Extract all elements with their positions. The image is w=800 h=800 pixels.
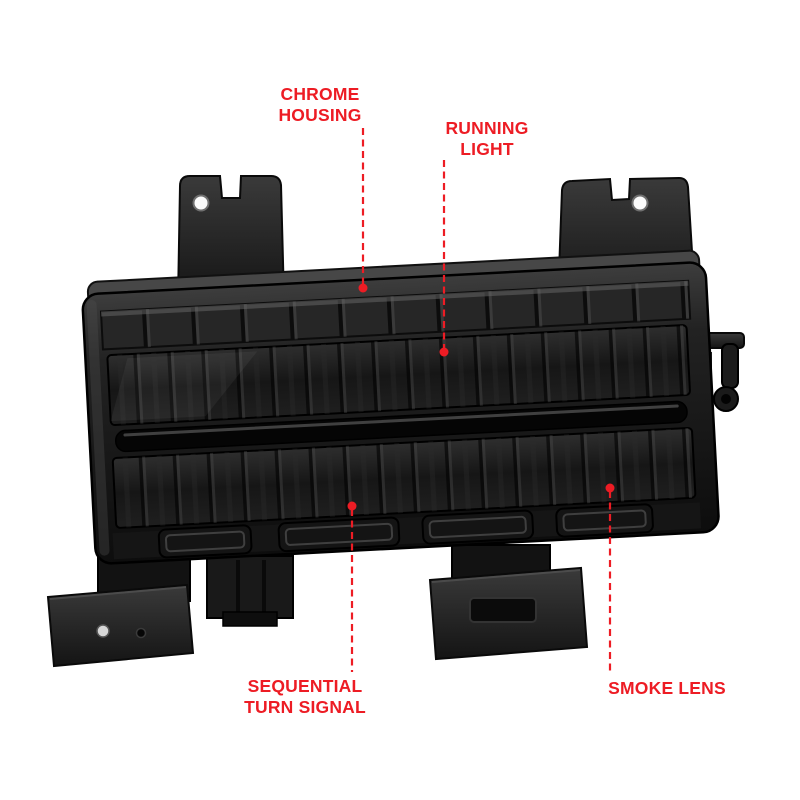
turn-signal-lens <box>111 426 697 529</box>
bolt-icon <box>135 627 147 639</box>
mount-bracket-bottom-left <box>46 544 195 668</box>
mount-tab-top-left <box>176 175 286 301</box>
callout-smoke-lens: SMOKE LENS <box>582 678 752 699</box>
leader-dot-sequential-turn-signal <box>347 501 357 511</box>
mount-tab-bottom-center <box>206 555 294 627</box>
mount-hole-icon <box>631 194 649 212</box>
leader-dot-running-light <box>439 347 449 357</box>
bottom-sockets <box>112 502 702 560</box>
callout-running-light-line2: LIGHT <box>460 138 514 159</box>
callout-running-light-line1: RUNNING <box>445 118 529 138</box>
callout-chrome-housing-line1: CHROME <box>280 84 360 104</box>
callout-running-light: RUNNING LIGHT <box>402 118 572 159</box>
callout-sequential-turn-signal: SEQUENTIAL TURN SIGNAL <box>220 676 390 717</box>
light-assembly <box>81 249 720 565</box>
mount-bracket-bottom-right <box>428 544 589 661</box>
leader-dot-smoke-lens <box>605 483 615 493</box>
running-light-lens <box>106 324 691 426</box>
leader-dot-chrome-housing <box>358 283 368 293</box>
callout-sequential-turn-signal-line2: TURN SIGNAL <box>244 696 366 717</box>
callout-chrome-housing-line2: HOUSING <box>278 104 362 125</box>
mount-hole-icon <box>192 194 210 212</box>
callout-sequential-turn-signal-line1: SEQUENTIAL <box>247 676 363 696</box>
center-bar <box>114 400 688 453</box>
callout-chrome-housing: CHROME HOUSING <box>235 84 405 125</box>
bolt-hole-icon <box>96 624 110 638</box>
chrome-housing-strip <box>99 279 692 351</box>
leader-lines <box>347 128 615 672</box>
callout-smoke-lens-line1: SMOKE LENS <box>608 678 726 698</box>
